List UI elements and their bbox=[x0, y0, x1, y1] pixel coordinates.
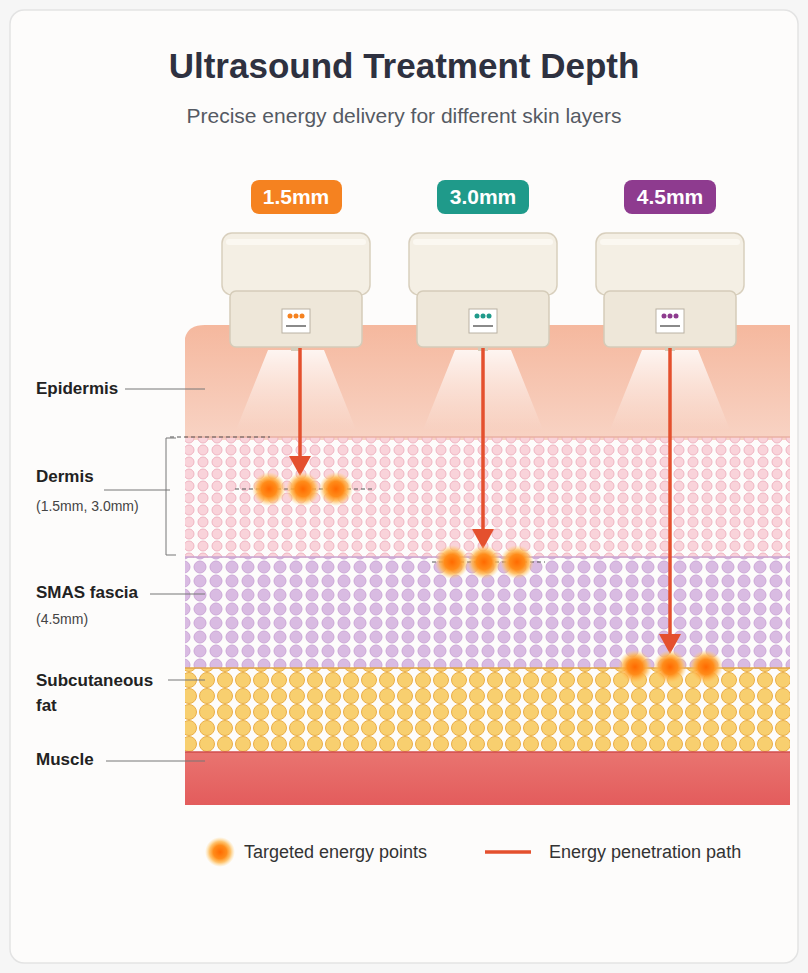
transducer-cartridge bbox=[596, 233, 744, 351]
legend-text: Energy penetration path bbox=[549, 840, 741, 864]
penetration-arrow bbox=[668, 348, 672, 638]
badge-text: 1.5mm bbox=[263, 184, 330, 210]
indicator-dot bbox=[668, 314, 673, 319]
penetration-arrow bbox=[481, 348, 485, 533]
depth-note: (4.5mm) bbox=[36, 609, 176, 629]
depth-badge: 3.0mm bbox=[437, 180, 529, 214]
layer-name: Subcutaneous fat bbox=[36, 668, 164, 718]
leader-line bbox=[150, 594, 205, 595]
legend-line-sample bbox=[485, 850, 531, 854]
energy-point bbox=[286, 472, 320, 506]
depth-badge: 1.5mm bbox=[251, 180, 342, 214]
depth-guide bbox=[170, 437, 270, 438]
indicator-dot bbox=[300, 314, 305, 319]
badge-text: 3.0mm bbox=[450, 184, 517, 210]
indicator-dot bbox=[674, 314, 679, 319]
diagram-title: Ultrasound Treatment Depth bbox=[0, 44, 808, 88]
depth-note: (1.5mm, 3.0mm) bbox=[36, 496, 176, 516]
legend-point-sample bbox=[205, 837, 235, 867]
leader-line bbox=[125, 389, 205, 390]
indicator-dot bbox=[294, 314, 299, 319]
layer-name: Epidermis bbox=[36, 378, 176, 400]
penetration-arrow bbox=[298, 348, 302, 460]
energy-point bbox=[689, 650, 723, 684]
energy-point bbox=[500, 545, 534, 579]
layer-name: Muscle bbox=[36, 749, 176, 771]
indicator-dot bbox=[487, 314, 492, 319]
leader-line bbox=[168, 680, 205, 681]
energy-beam bbox=[236, 350, 356, 430]
indicator-dot bbox=[481, 314, 486, 319]
indicator-dot bbox=[475, 314, 480, 319]
indicator-dot bbox=[662, 314, 667, 319]
leader-line bbox=[106, 761, 205, 762]
muscle-layer bbox=[185, 752, 790, 805]
energy-point bbox=[319, 472, 353, 506]
card-frame bbox=[10, 10, 798, 963]
transducer-cartridge bbox=[222, 233, 370, 351]
energy-point bbox=[618, 650, 652, 684]
layer-name: Dermis bbox=[36, 466, 176, 488]
leader-line bbox=[104, 490, 170, 491]
energy-point bbox=[467, 545, 501, 579]
layer-name: SMAS fascia bbox=[36, 582, 176, 604]
badge-text: 4.5mm bbox=[637, 184, 704, 210]
dermis-layer bbox=[185, 437, 790, 558]
legend-text: Targeted energy points bbox=[244, 840, 427, 864]
layer-boundary bbox=[185, 751, 790, 753]
energy-point bbox=[435, 545, 469, 579]
depth-badge: 4.5mm bbox=[624, 180, 716, 214]
indicator-dot bbox=[288, 314, 293, 319]
transducer-cartridge bbox=[409, 233, 557, 351]
subtitle: Precise energy delivery for different sk… bbox=[0, 103, 808, 129]
layer-bracket bbox=[166, 438, 176, 555]
energy-point bbox=[653, 650, 687, 684]
layer-boundary bbox=[185, 436, 790, 438]
energy-point bbox=[252, 472, 286, 506]
